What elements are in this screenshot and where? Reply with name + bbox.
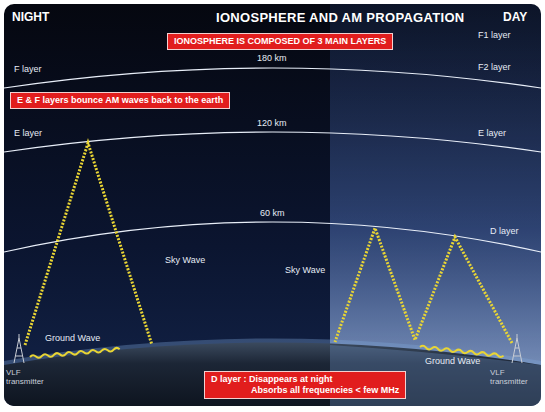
- note-text: IONOSPHERE IS COMPOSED OF 3 MAIN LAYERS: [174, 36, 386, 47]
- layer-label: 180 km: [257, 53, 287, 64]
- note-box: E & F layers bounce AM waves back to the…: [10, 92, 230, 109]
- layer-label: E layer: [478, 128, 506, 139]
- note-box: IONOSPHERE IS COMPOSED OF 3 MAIN LAYERS: [167, 33, 393, 50]
- layer-label: 60 km: [260, 208, 285, 219]
- earth: [4, 343, 541, 407]
- time-label: NIGHT: [12, 10, 49, 24]
- e-layer-line: [4, 132, 541, 152]
- transmitter-tower: [14, 334, 24, 363]
- layer-label: Sky Wave: [285, 265, 325, 276]
- layer-label: Ground Wave: [45, 333, 100, 344]
- sky-wave: [25, 143, 152, 345]
- time-label: DAY: [503, 10, 527, 24]
- layer-label: Sky Wave: [165, 255, 205, 266]
- ground-wave: [420, 346, 504, 358]
- layer-label: F layer: [14, 64, 42, 75]
- note-text: E & F layers bounce AM waves back to the…: [17, 95, 223, 106]
- note-text: Absorbs all frequencies < few MHz: [211, 385, 399, 396]
- f-layer-line: [4, 68, 541, 88]
- layer-label: D layer: [490, 226, 519, 237]
- layer-label: F1 layer: [478, 30, 511, 41]
- transmitter-label: VLF transmitter: [490, 368, 538, 386]
- night-sky: [4, 4, 541, 406]
- layer-label: 120 km: [257, 118, 287, 129]
- transmitter-tower: [512, 334, 522, 363]
- layer-label: F2 layer: [478, 62, 511, 73]
- sky-wave: [335, 228, 512, 343]
- transmitter-label: VLF transmitter: [6, 368, 54, 386]
- layer-label: E layer: [14, 128, 42, 139]
- note-box: D layer : Disappears at nightAbsorbs all…: [204, 371, 406, 399]
- layer-label: Ground Wave: [425, 356, 480, 367]
- diagram-title: IONOSPHERE AND AM PROPAGATION: [216, 10, 465, 25]
- ground-wave: [30, 348, 120, 359]
- note-text: D layer : Disappears at night: [211, 374, 399, 385]
